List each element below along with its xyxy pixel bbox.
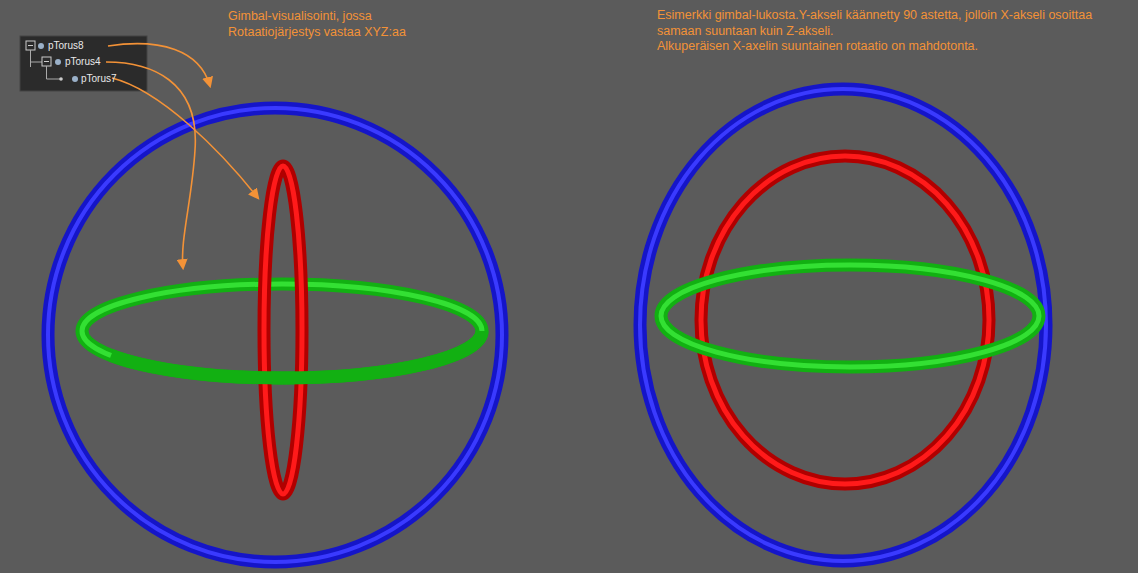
outliner-item: pTorus8 xyxy=(48,40,84,53)
annotation-note: Esimerkki gimbal-lukosta.Y-akseli käänne… xyxy=(657,8,1112,39)
gimbal-locked xyxy=(640,89,1046,561)
outliner-item: pTorus7 xyxy=(81,73,117,86)
outliner-item: pTorus4 xyxy=(65,56,101,69)
annotation-note: Alkuperäisen X-axelin suuntainen rotaati… xyxy=(657,39,1112,55)
annotation-note: Gimbal-visualisointi, jossa Rotaatiojärj… xyxy=(228,9,443,40)
gimbal-normal xyxy=(48,108,502,562)
leader-arrows xyxy=(106,44,258,268)
